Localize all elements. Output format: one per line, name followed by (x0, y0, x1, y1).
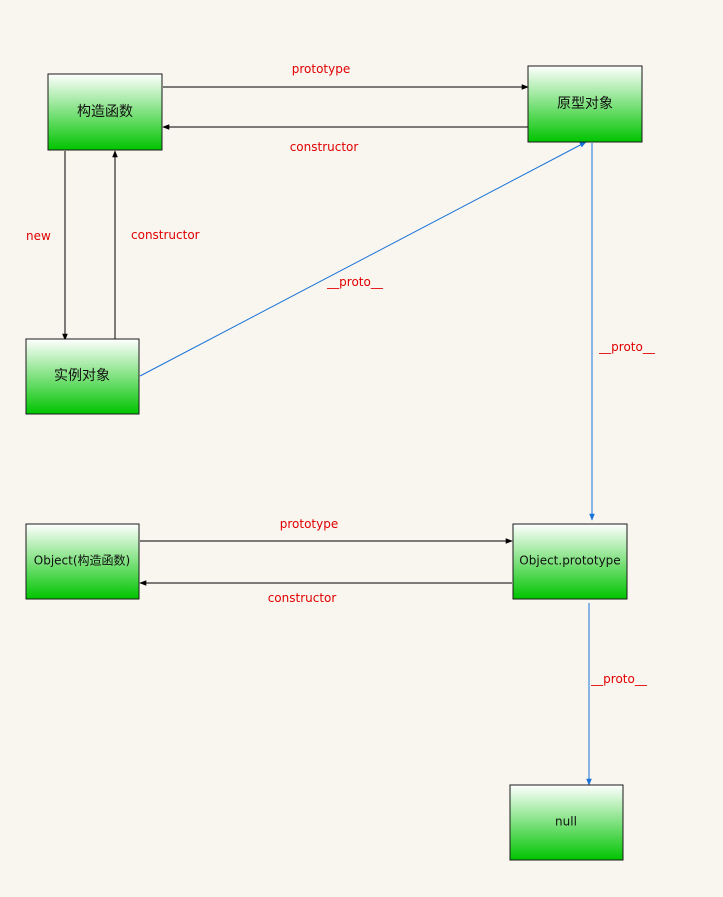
node-prototype-obj-label: 原型对象 (557, 96, 613, 112)
node-null-label: null (555, 815, 577, 829)
label-bottom-prototype: prototype (280, 517, 338, 531)
label-new: new (26, 229, 51, 243)
node-instance-obj-label: 实例对象 (54, 368, 110, 384)
label-instance-proto: __proto__ (326, 275, 384, 289)
blue-proto-arrows (139, 141, 595, 786)
node-null: null (509, 784, 624, 861)
node-object-ctor-label: Object(构造函数) (34, 553, 130, 568)
black-arrows (62, 84, 529, 586)
edge-labels: prototype constructor new constructor __… (26, 62, 656, 686)
label-bottom-constructor: constructor (268, 591, 337, 605)
node-constructor-fn-label: 构造函数 (77, 104, 133, 120)
node-constructor-fn: 构造函数 (47, 73, 163, 151)
arrow-instance-proto (139, 141, 587, 377)
node-instance-obj: 实例对象 (25, 338, 140, 415)
label-prototype-proto: __proto__ (598, 340, 656, 354)
label-left-constructor: constructor (131, 228, 200, 242)
label-top-prototype: prototype (292, 62, 350, 76)
label-null-proto: __proto__ (590, 672, 648, 686)
node-object-prototype: Object.prototype (512, 523, 628, 600)
label-top-constructor: constructor (290, 140, 359, 154)
node-object-prototype-label: Object.prototype (519, 554, 620, 568)
node-prototype-obj: 原型对象 (527, 65, 643, 143)
node-object-ctor: Object(构造函数) (25, 523, 140, 600)
